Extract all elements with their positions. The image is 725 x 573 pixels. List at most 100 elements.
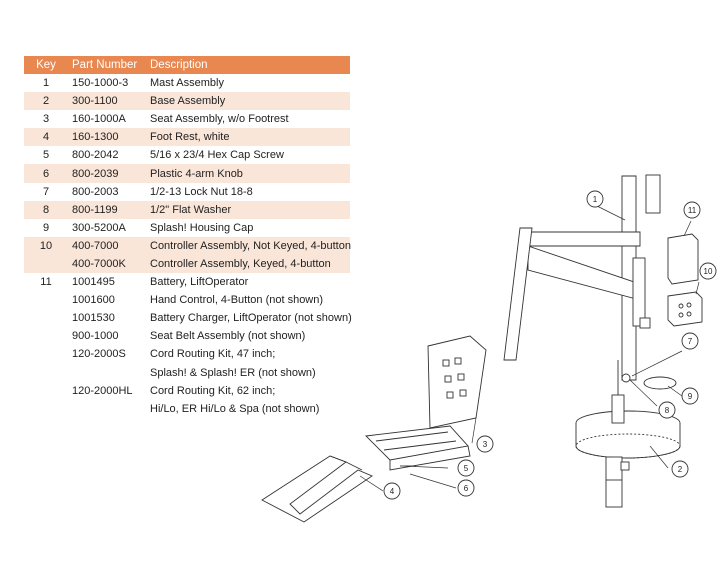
- cell-description: Plastic 4-arm Knob: [146, 164, 350, 183]
- cell-key: 11: [40, 276, 52, 289]
- cell-key: 1: [42, 77, 50, 90]
- cell-part-number: 160-1300: [68, 128, 146, 147]
- callout-circle-8: [658, 401, 676, 419]
- table-row: 1001600 Hand Control, 4-Button (not shown…: [24, 291, 350, 309]
- cell-part-number: 800-2039: [68, 164, 146, 183]
- cell-description: 1/2" Flat Washer: [146, 200, 350, 219]
- callout-circle-9: [681, 387, 699, 405]
- cell-part-number: 800-2003: [72, 185, 119, 198]
- table-row: 1 150-1000-3 Mast Assembly: [24, 74, 350, 92]
- cell-part-number: 150-1000-3: [72, 77, 129, 90]
- controller-battery-drawing: [667, 233, 703, 327]
- cell-description: Seat Assembly, w/o Footrest: [150, 113, 289, 126]
- leader-lines: [359, 205, 700, 492]
- cell-part-number: 800-1199: [68, 200, 146, 219]
- callout-circle-1: [586, 190, 604, 208]
- callout-label-9: 9: [688, 392, 693, 401]
- callout-label-3: 3: [483, 440, 488, 449]
- base-assembly-drawing: [575, 360, 681, 508]
- cell-description: Battery Charger, LiftOperator (not shown…: [150, 312, 352, 325]
- table-row: 120-2000HL Cord Routing Kit, 62 inch;: [24, 382, 350, 400]
- callout-label-4: 4: [390, 487, 395, 496]
- table-header-row: Key Part Number Description: [24, 56, 350, 74]
- header-description: Description: [146, 56, 350, 74]
- cell-part-number: 800-2042: [72, 149, 119, 162]
- callout-label-10: 10: [704, 267, 713, 276]
- cell-key: 6: [24, 164, 68, 183]
- cell-key: [24, 254, 68, 274]
- seat-assembly-drawing: [365, 335, 487, 471]
- callout-circle-11: [683, 201, 701, 219]
- cell-key: 3: [42, 113, 50, 126]
- cell-part-number: 1001495: [72, 276, 115, 289]
- cell-part-number: 120-2000S: [72, 348, 126, 361]
- cell-part-number: 900-1000: [72, 330, 119, 343]
- cell-key: 7: [42, 185, 50, 198]
- cell-key: 5: [42, 149, 50, 162]
- foot-rest-drawing: [261, 455, 373, 523]
- header-part-number: Part Number: [68, 56, 146, 74]
- cell-description: Hand Control, 4-Button (not shown): [150, 294, 324, 307]
- table-row: Splash! & Splash! ER (not shown): [24, 364, 350, 382]
- cell-part-number: 300-1100: [68, 92, 146, 111]
- cell-description: 1/2-13 Lock Nut 18-8: [150, 185, 253, 198]
- table-row: 120-2000S Cord Routing Kit, 47 inch;: [24, 345, 350, 363]
- callout-label-11: 11: [688, 206, 697, 215]
- cell-description: Hi/Lo, ER Hi/Lo & Spa (not shown): [150, 402, 320, 415]
- cell-description: Mast Assembly: [150, 77, 224, 90]
- cell-description: Splash! & Splash! ER (not shown): [150, 366, 316, 379]
- cell-part-number: 1001600: [72, 294, 115, 307]
- cell-key: 2: [24, 92, 68, 111]
- cell-description: Battery, LiftOperator: [150, 276, 249, 289]
- table-row: Hi/Lo, ER Hi/Lo & Spa (not shown): [24, 400, 350, 418]
- table-row: 9 300-5200A Splash! Housing Cap: [24, 219, 350, 237]
- cell-part-number: 400-7000K: [68, 254, 146, 274]
- callout-circle-10: [699, 262, 717, 280]
- callout-circle-3: [476, 435, 494, 453]
- callout-circle-5: [457, 459, 475, 477]
- callout-circle-7: [681, 332, 699, 350]
- table-row: 1001530 Battery Charger, LiftOperator (no…: [24, 309, 352, 327]
- table-row: 3 160-1000A Seat Assembly, w/o Footrest: [24, 110, 350, 128]
- parts-table: Key Part Number Description 1 150-1000-3 M…: [24, 56, 352, 418]
- cell-description: Cord Routing Kit, 47 inch;: [150, 348, 276, 361]
- callout-label-1: 1: [593, 195, 598, 204]
- callout-label-5: 5: [464, 464, 469, 473]
- cell-key: 4: [24, 128, 68, 147]
- table-row: 5 800-2042 5/16 x 23/4 Hex Cap Screw: [24, 146, 350, 164]
- cell-description: Foot Rest, white: [146, 128, 350, 147]
- callout-label-8: 8: [665, 406, 670, 415]
- cell-description: Seat Belt Assembly (not shown): [150, 330, 306, 343]
- cell-part-number: 1001530: [72, 312, 115, 325]
- cell-description: 5/16 x 23/4 Hex Cap Screw: [150, 149, 284, 162]
- table-row: 11 1001495 Battery, LiftOperator: [24, 273, 350, 291]
- table-row: 900-1000 Seat Belt Assembly (not shown): [24, 327, 350, 345]
- cell-part-number: 160-1000A: [72, 113, 126, 126]
- cell-key: 10: [24, 236, 68, 255]
- cell-description: Splash! Housing Cap: [150, 221, 254, 234]
- callout-circle-4: [383, 482, 401, 500]
- cell-description: Controller Assembly, Not Keyed, 4-button: [146, 236, 351, 255]
- cell-key: 8: [24, 200, 68, 219]
- callout-circle-6: [457, 479, 475, 497]
- cell-description: Controller Assembly, Keyed, 4-button: [146, 254, 350, 274]
- cell-part-number: 120-2000HL: [72, 384, 133, 397]
- cell-key: 9: [42, 221, 50, 234]
- cell-part-number: 300-5200A: [72, 221, 126, 234]
- mast-assembly-drawing: [503, 174, 661, 381]
- callout-circle-2: [671, 460, 689, 478]
- cell-description: Base Assembly: [146, 92, 350, 111]
- callout-label-2: 2: [678, 465, 683, 474]
- cell-description: Cord Routing Kit, 62 inch;: [150, 384, 276, 397]
- callout-label-7: 7: [688, 337, 693, 346]
- header-key: Key: [24, 56, 68, 74]
- table-row: 7 800-2003 1/2-13 Lock Nut 18-8: [24, 183, 350, 201]
- cell-part-number: 400-7000: [68, 236, 146, 255]
